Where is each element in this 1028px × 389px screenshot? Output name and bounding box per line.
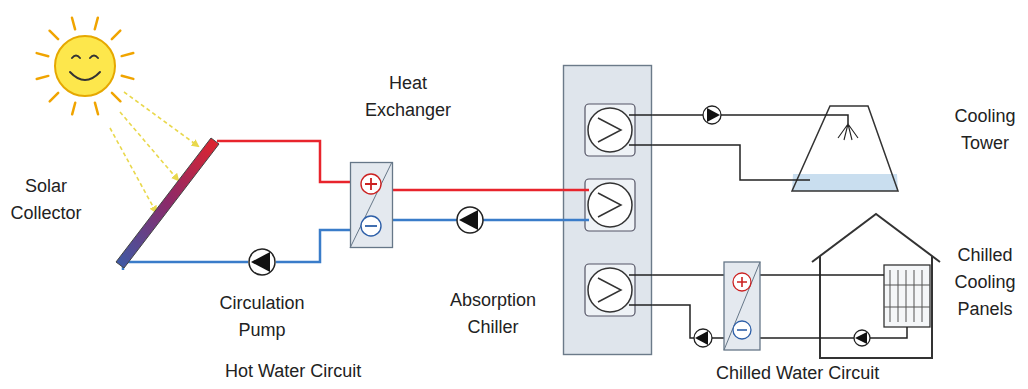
sun-ray xyxy=(112,31,120,40)
sun-ray xyxy=(50,31,59,39)
circulation-pump-shape xyxy=(248,248,276,276)
pipe-line xyxy=(652,145,790,180)
sun-ray xyxy=(37,53,49,56)
pipe-line xyxy=(393,189,563,192)
sun-ray xyxy=(72,18,75,30)
absorption-chiller-shape xyxy=(563,65,652,355)
heat-exchanger: Heat Exchanger xyxy=(350,162,393,248)
sun-ray xyxy=(95,18,98,30)
pipe-connector xyxy=(123,262,248,270)
sun-ray xyxy=(112,93,121,101)
sun-ray xyxy=(37,76,49,79)
circuit-label: Hot Water Circuit xyxy=(225,358,361,385)
component-label: Solar Collector xyxy=(3,173,89,227)
sun-ray xyxy=(122,76,134,79)
sun xyxy=(55,36,115,96)
component-label: Heat Exchanger xyxy=(358,70,458,124)
sun-ray xyxy=(72,103,75,115)
solar-collector-shape xyxy=(115,138,220,270)
solar-collector: Solar Collector xyxy=(115,138,220,270)
pump-symbol xyxy=(703,106,721,124)
house-cooling-panels-shape xyxy=(812,210,940,360)
pump-symbol xyxy=(457,207,483,233)
pump-symbol xyxy=(694,329,712,347)
circuit-label: Chilled Water Circuit xyxy=(716,360,879,387)
sun-ray xyxy=(95,103,98,115)
pipe-line xyxy=(123,262,248,270)
cooling-tower: Cooling Tower xyxy=(790,100,900,192)
component-label: Chilled Cooling Panels xyxy=(946,242,1024,323)
sun-rays xyxy=(37,18,134,115)
heat-exchanger-shape xyxy=(350,162,393,248)
component-label: Absorption Chiller xyxy=(433,287,553,341)
pipe-line xyxy=(217,141,350,182)
cooling-tower-shape xyxy=(790,100,900,192)
pipe-connector xyxy=(276,230,350,262)
pipe-connector xyxy=(393,190,563,191)
absorption-chiller: Absorption Chiller xyxy=(563,65,652,355)
pipe-connector xyxy=(217,141,350,182)
pipe-connector xyxy=(652,145,790,180)
house-cooling-panels: Chilled Cooling Panels xyxy=(812,210,940,360)
circulation-pump: Circulation Pump xyxy=(248,248,276,276)
sun-ray xyxy=(122,53,134,56)
heat-exchanger-symbol xyxy=(724,262,760,350)
sun-beams xyxy=(110,92,198,212)
sun-ray xyxy=(50,93,58,102)
component-label: Circulation Pump xyxy=(212,290,312,344)
component-label: Cooling Tower xyxy=(946,103,1024,157)
pipe-line xyxy=(276,230,350,262)
